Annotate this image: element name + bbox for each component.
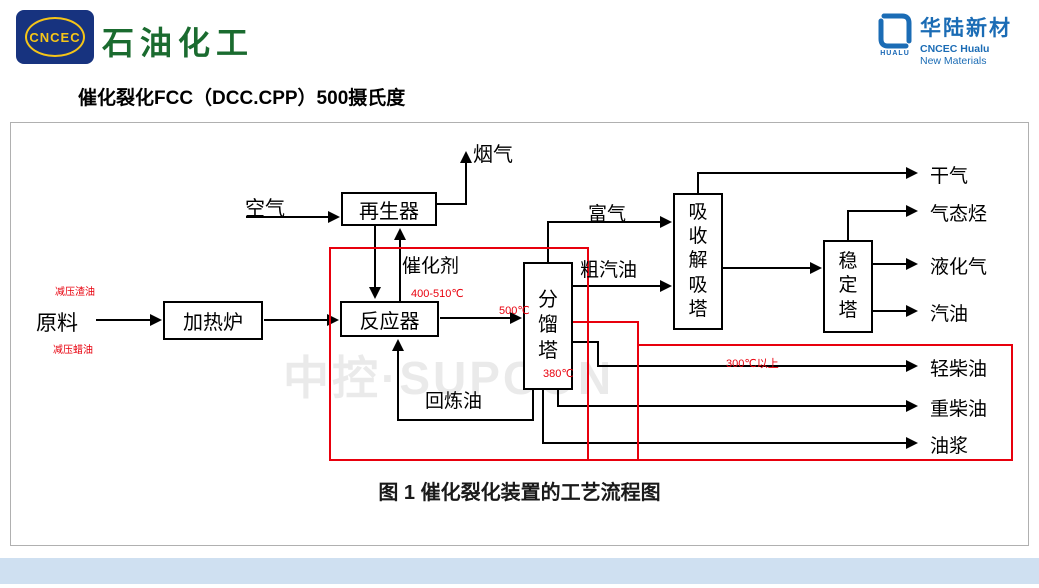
equipment-box-regenerator: 再生器 — [341, 192, 437, 226]
equipment-label-reactor: 反应器 — [359, 310, 420, 333]
annotation-fractionator-bottom-temp: 380℃ — [543, 368, 574, 380]
hualu-brand-en1: CNCEC Hualu — [920, 43, 990, 55]
stream-label-light-diesel: 轻柴油 — [930, 359, 988, 380]
stream-label-feed: 原料 — [36, 312, 78, 335]
equipment-box-reactor: 反应器 — [340, 301, 439, 337]
stream-label-gaseous-hc: 气态烃 — [930, 204, 988, 225]
hualu-icon-svg — [878, 13, 912, 49]
stream-label-lpg: 液化气 — [930, 257, 988, 278]
stream-label-recycle-oil: 回炼油 — [425, 391, 483, 412]
equipment-label-fractionator: 分馏塔 — [538, 288, 558, 362]
equipment-box-stabilizer: 稳定塔 — [823, 240, 873, 333]
brand-petrochemical-title: 石油化工 — [102, 25, 255, 61]
equipment-box-furnace: 加热炉 — [163, 301, 263, 340]
stream-label-rich-gas: 富气 — [588, 204, 627, 225]
annotation-reactor-temp: 400-510℃ — [411, 288, 464, 300]
hualu-brand-en2: New Materials — [920, 55, 987, 67]
stream-label-crude-gasoline: 粗汽油 — [580, 260, 638, 281]
equipment-label-stabilizer: 稳定塔 — [838, 251, 858, 321]
equipment-box-absorber: 吸收解吸塔 — [673, 193, 723, 330]
annotation-feed-top: 减压渣油 — [55, 287, 95, 298]
page-title: 催化裂化FCC（DCC.CPP）500摄氏度 — [78, 88, 406, 109]
equipment-label-absorber: 吸收解吸塔 — [688, 201, 708, 320]
stream-label-heavy-diesel: 重柴油 — [930, 399, 988, 420]
footer-bar — [0, 558, 1039, 584]
emblem-text: CNCEC — [29, 29, 81, 45]
stream-label-gasoline: 汽油 — [930, 304, 969, 325]
emblem-ring-icon — [25, 17, 85, 57]
hualu-brand-cn: 华陆新材 — [920, 17, 1012, 40]
annotation-feed-bottom: 减压蜡油 — [53, 345, 93, 356]
hualu-brand-block: 华陆新材 CNCEC Hualu New Materials — [920, 12, 1012, 67]
figure-caption: 图 1 催化裂化装置的工艺流程图 — [378, 482, 661, 504]
stream-label-oil-slurry: 油浆 — [930, 436, 969, 457]
cncec-emblem-logo: CNCEC — [16, 10, 94, 64]
annotation-diesel-temp: 300℃以上 — [726, 358, 779, 370]
annotation-fractionator-in-temp: 500℃ — [499, 305, 530, 317]
hualu-logo-icon — [876, 12, 914, 55]
hualu-icon-caption: HUALU — [880, 50, 910, 57]
equipment-label-furnace: 加热炉 — [183, 312, 243, 334]
stream-label-air: 空气 — [245, 198, 285, 220]
stream-label-catalyst: 催化剂 — [402, 256, 460, 277]
stream-label-flue-gas: 烟气 — [473, 144, 513, 166]
equipment-label-regenerator: 再生器 — [359, 200, 419, 223]
stream-label-dry-gas: 干气 — [930, 166, 969, 187]
